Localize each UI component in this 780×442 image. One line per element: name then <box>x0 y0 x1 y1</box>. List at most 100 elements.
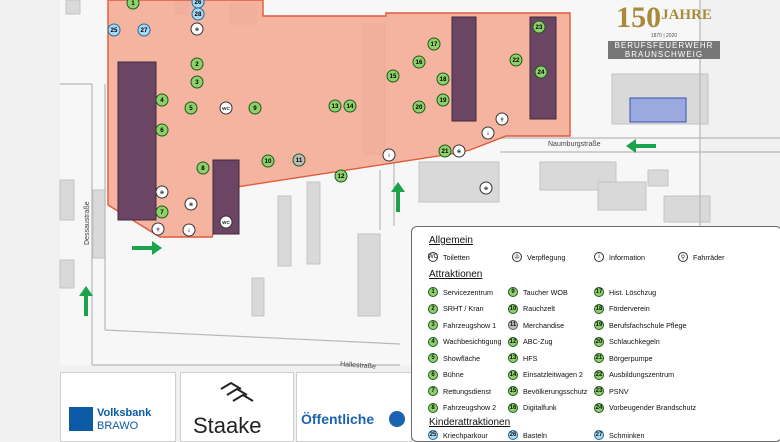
legend-attraction-12-badge: 12 <box>508 336 518 347</box>
legend-attraction-9-badge: 9 <box>508 287 518 297</box>
legend-wc-icon-badge: WC <box>428 252 438 262</box>
marker-label-16: 16 <box>416 59 423 66</box>
legend-attraction-19: 19 Berufsfachschule Pflege <box>594 320 687 330</box>
sponsor-staake: Staake <box>180 372 294 442</box>
marker-3 <box>190 75 204 89</box>
legend-attraction-4-badge: 4 <box>428 336 438 347</box>
legend-kids-25-badge: 25 <box>428 430 438 440</box>
legend-attraction-5-badge: 5 <box>428 353 438 363</box>
marker-label-9: 9 <box>253 105 257 112</box>
legend-wc-icon: WC Toiletten <box>428 252 470 262</box>
legend-attraction-13-label: HFS <box>523 353 538 363</box>
marker-label-24: 24 <box>538 69 545 76</box>
legend-attraction-13-badge: 13 <box>508 353 518 363</box>
marker-label-6: 6 <box>160 127 164 134</box>
legend-attraktionen-title: Attraktionen <box>429 269 483 280</box>
marker-label-1: 1 <box>131 0 135 7</box>
legend-attraction-19-badge: 19 <box>594 320 604 330</box>
legend-info-icon-label: Information <box>609 252 645 262</box>
legend-attraction-12-label: ABC-Zug <box>523 337 553 346</box>
food-icon <box>184 197 198 211</box>
marker-21 <box>438 144 452 158</box>
legend-attraction-12: 12 ABC-Zug <box>508 336 553 347</box>
legend-attraction-10: 10 Rauchzelt <box>508 303 555 314</box>
legend-kids-25-label: Kriechparkour <box>443 430 488 440</box>
legend-attraction-10-badge: 10 <box>508 303 518 314</box>
bike-icon <box>495 112 509 126</box>
legend-attraction-5-label: Showfläche <box>443 353 481 363</box>
legend-attraction-20-label: Schlauchkegeln <box>609 337 660 346</box>
legend-kids-27-badge: 27 <box>594 430 604 440</box>
legend-attraction-19-label: Berufsfachschule Pflege <box>609 320 687 330</box>
legend-wc-icon-label: Toiletten <box>443 252 470 262</box>
marker-19 <box>436 93 450 107</box>
legend-attraction-21-label: Börgerpumpe <box>609 353 653 363</box>
legend-attraction-3: 3 Fahrzeugshow 1 <box>428 320 496 330</box>
sponsor-oeffentliche: Öffentliche <box>296 372 412 442</box>
legend-attraction-7-badge: 7 <box>428 386 438 396</box>
legend-attraction-8-label: Fahrzeugshow 2 <box>443 403 497 412</box>
info-icon <box>382 148 396 162</box>
oeffentliche-logo-icon <box>389 411 405 427</box>
marker-label-25: 25 <box>111 27 118 34</box>
marker-label-14: 14 <box>347 103 354 110</box>
legend-kids-25: 25 Kriechparkour <box>428 430 488 440</box>
legend: Allgemein Attraktionen Kinderattraktione… <box>411 226 780 442</box>
marker-15 <box>386 69 400 83</box>
legend-attraction-20-badge: 20 <box>594 336 604 347</box>
marker-label-8: 8 <box>201 165 205 172</box>
legend-attraction-22-badge: 22 <box>594 369 604 380</box>
marker-label-17: 17 <box>431 41 438 48</box>
legend-attraction-24-badge: 24 <box>594 402 604 413</box>
info-icon-glyph: i <box>487 131 488 136</box>
food-icon-glyph: ✇ <box>457 149 462 154</box>
street-naumburgstrasse: Naumburgstraße <box>548 141 601 148</box>
anniversary-word: JAHRE <box>661 7 712 23</box>
legend-attraction-17-label: Hist. Löschzug <box>609 287 657 297</box>
marker-label-18: 18 <box>440 76 447 83</box>
food-icon <box>190 22 204 36</box>
marker-25 <box>107 23 121 37</box>
legend-allgemein-title: Allgemein <box>429 235 473 246</box>
food-icon-glyph: ✇ <box>160 190 165 195</box>
bike-icon-glyph: ⚲ <box>156 227 160 232</box>
legend-attraction-1-label: Servicezentrum <box>443 287 493 297</box>
volksbank-name: Volksbank <box>97 407 152 419</box>
marker-10 <box>261 154 275 168</box>
marker-24 <box>534 65 548 79</box>
legend-attraction-16-label: Digitalfunk <box>523 403 557 412</box>
marker-13 <box>328 99 342 113</box>
marker-label-26: 26 <box>195 0 202 6</box>
volksbank-logo-icon <box>69 407 93 431</box>
anniversary-years: 1870 | 2020 <box>650 33 678 39</box>
marker-label-20: 20 <box>416 104 423 111</box>
legend-attraction-3-label: Fahrzeugshow 1 <box>443 320 497 330</box>
legend-attraction-11-badge: 11 <box>508 320 518 330</box>
marker-label-28: 28 <box>195 11 202 18</box>
legend-kids-27-label: Schminken <box>609 430 645 440</box>
org-line-2: BRAUNSCHWEIG <box>608 50 720 59</box>
marker-label-3: 3 <box>195 79 199 86</box>
legend-attraction-3-badge: 3 <box>428 320 438 330</box>
food-icon-glyph: ✇ <box>189 202 194 207</box>
legend-attraction-6-label: Bühne <box>443 370 464 379</box>
marker-16 <box>412 55 426 69</box>
legend-attraction-13: 13 HFS <box>508 353 537 363</box>
legend-info-icon-badge: i <box>594 252 604 262</box>
legend-food-icon-label: Verpflegung <box>527 252 566 262</box>
legend-attraction-22-label: Ausbildungszentrum <box>609 370 675 379</box>
legend-attraction-10-label: Rauchzelt <box>523 304 555 313</box>
marker-23 <box>532 20 546 34</box>
org-line-1: BERUFSFEUERWEHR <box>608 41 720 50</box>
legend-attraction-11-label: Merchandise <box>523 320 565 330</box>
